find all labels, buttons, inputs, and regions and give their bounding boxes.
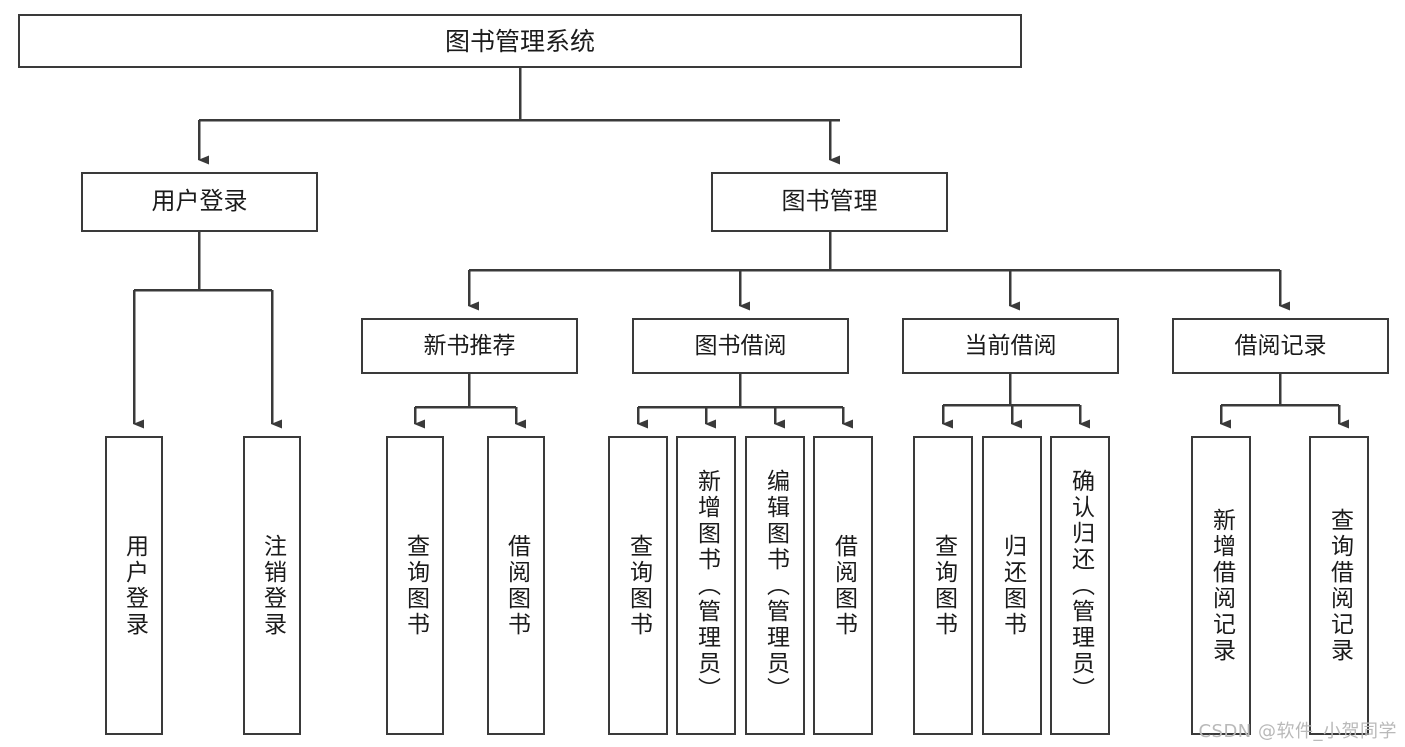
node-leaf-add-borrow-record[interactable]: 新增借阅记录 bbox=[1191, 436, 1251, 735]
node-leaf-return-book-label: 归还图书 bbox=[999, 533, 1026, 638]
node-leaf-edit-book-admin[interactable]: 编辑图书（管理员） bbox=[745, 436, 805, 735]
node-borrow-record[interactable]: 借阅记录 bbox=[1172, 318, 1389, 374]
node-leaf-query-book-borrow[interactable]: 查询图书 bbox=[608, 436, 668, 735]
node-leaf-logout[interactable]: 注销登录 bbox=[243, 436, 301, 735]
node-user-login[interactable]: 用户登录 bbox=[81, 172, 318, 232]
node-root-label: 图书管理系统 bbox=[444, 26, 595, 56]
node-borrow-record-label: 借阅记录 bbox=[1234, 332, 1327, 359]
node-book-management-label: 图书管理 bbox=[781, 187, 878, 216]
node-leaf-borrow-book-rec-label: 借阅图书 bbox=[503, 533, 530, 638]
node-leaf-borrow-book-rec[interactable]: 借阅图书 bbox=[487, 436, 545, 735]
node-book-borrow[interactable]: 图书借阅 bbox=[632, 318, 849, 374]
node-current-borrow-label: 当前借阅 bbox=[964, 332, 1057, 359]
node-current-borrow[interactable]: 当前借阅 bbox=[902, 318, 1119, 374]
node-leaf-borrow-book[interactable]: 借阅图书 bbox=[813, 436, 873, 735]
node-book-borrow-label: 图书借阅 bbox=[694, 332, 787, 359]
node-leaf-add-borrow-record-label: 新增借阅记录 bbox=[1208, 507, 1235, 664]
node-leaf-query-book-current[interactable]: 查询图书 bbox=[913, 436, 973, 735]
node-leaf-query-borrow-record-label: 查询借阅记录 bbox=[1326, 507, 1353, 664]
node-new-book-recommend-label: 新书推荐 bbox=[423, 332, 516, 359]
node-leaf-borrow-book-label: 借阅图书 bbox=[830, 533, 857, 638]
node-leaf-add-book-admin[interactable]: 新增图书（管理员） bbox=[676, 436, 736, 735]
node-user-login-label: 用户登录 bbox=[151, 187, 248, 216]
node-leaf-query-book-borrow-label: 查询图书 bbox=[625, 533, 652, 638]
node-leaf-edit-book-admin-label: 编辑图书（管理员） bbox=[762, 468, 789, 703]
csdn-watermark: CSDN @软件_小贺同学 bbox=[1198, 721, 1397, 742]
node-leaf-user-login-label: 用户登录 bbox=[121, 533, 148, 638]
node-root-system[interactable]: 图书管理系统 bbox=[18, 14, 1022, 68]
node-leaf-logout-label: 注销登录 bbox=[259, 533, 286, 638]
node-leaf-confirm-return-admin[interactable]: 确认归还（管理员） bbox=[1050, 436, 1110, 735]
node-leaf-query-book-current-label: 查询图书 bbox=[930, 533, 957, 638]
node-leaf-confirm-return-admin-label: 确认归还（管理员） bbox=[1067, 468, 1094, 703]
node-leaf-user-login[interactable]: 用户登录 bbox=[105, 436, 163, 735]
node-leaf-add-book-admin-label: 新增图书（管理员） bbox=[693, 468, 720, 703]
node-leaf-return-book[interactable]: 归还图书 bbox=[982, 436, 1042, 735]
node-leaf-query-book-rec[interactable]: 查询图书 bbox=[386, 436, 444, 735]
node-leaf-query-borrow-record[interactable]: 查询借阅记录 bbox=[1309, 436, 1369, 735]
node-book-management[interactable]: 图书管理 bbox=[711, 172, 948, 232]
node-leaf-query-book-rec-label: 查询图书 bbox=[402, 533, 429, 638]
node-new-book-recommend[interactable]: 新书推荐 bbox=[361, 318, 578, 374]
